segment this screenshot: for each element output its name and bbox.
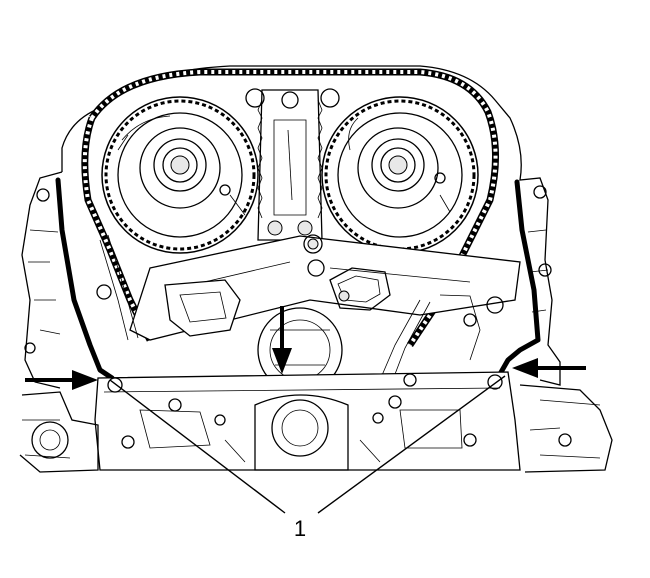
- timing-chain: [81, 68, 499, 347]
- callout-label-1: 1: [294, 516, 306, 541]
- left-seal-arrow: [25, 370, 98, 390]
- right-seal-arrow: [512, 358, 586, 378]
- center-seal-arrow: [272, 306, 292, 374]
- left-camshaft-sprocket: [101, 96, 259, 254]
- chain-tensioner: [96, 234, 241, 341]
- side-structures: [19, 384, 613, 473]
- center-gear-section: [245, 88, 340, 241]
- lower-block: [94, 371, 521, 471]
- right-camshaft-sprocket: [321, 96, 479, 254]
- callout-leaders: [109, 375, 506, 514]
- right-chain-guide: [379, 294, 504, 383]
- sealant-bead: [55, 177, 541, 381]
